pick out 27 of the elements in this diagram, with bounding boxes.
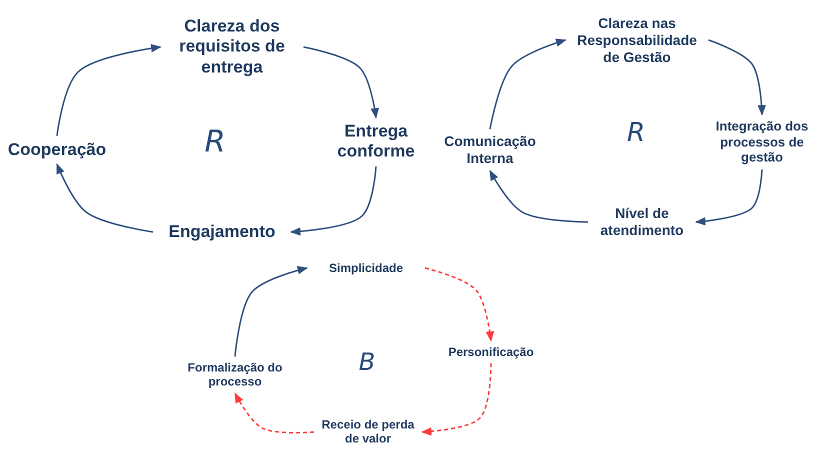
causal-arrow bbox=[708, 39, 766, 116]
loop-type-label: R bbox=[626, 118, 646, 148]
causal-arrow bbox=[420, 363, 492, 436]
variable-label: Engajamento bbox=[168, 222, 276, 242]
variable-label: Nível de atendimento bbox=[599, 205, 685, 239]
variable-label: Entrega conforme bbox=[336, 122, 416, 162]
causal-arrow bbox=[489, 170, 588, 223]
causal-arrow bbox=[694, 169, 763, 226]
variable-label: Personificação bbox=[447, 344, 535, 360]
causal-arrow bbox=[290, 166, 377, 236]
variable-label: Comunicação Interna bbox=[443, 133, 537, 167]
loop-type-label: B bbox=[358, 348, 376, 376]
causal-arrow bbox=[234, 392, 314, 434]
loop-type-label: R bbox=[204, 124, 226, 160]
causal-arrow bbox=[56, 44, 162, 136]
causal-arrow bbox=[234, 266, 308, 357]
causal-arrow bbox=[489, 38, 566, 130]
variable-label: Integração dos processos de gestão bbox=[714, 118, 810, 166]
variable-label: Formalização do processo bbox=[186, 360, 284, 390]
causal-arrow bbox=[303, 46, 379, 119]
causal-arrow bbox=[424, 267, 494, 342]
variable-label: Simplicidade bbox=[328, 260, 404, 276]
variable-label: Cooperação bbox=[6, 140, 108, 160]
variable-label: Receio de perda de valor bbox=[320, 418, 416, 446]
variable-label: Clareza nas Responsabilidade de Gestão bbox=[576, 14, 698, 66]
variable-label: Clareza dos requisitos de entrega bbox=[178, 16, 286, 78]
causal-arrow bbox=[56, 163, 154, 233]
